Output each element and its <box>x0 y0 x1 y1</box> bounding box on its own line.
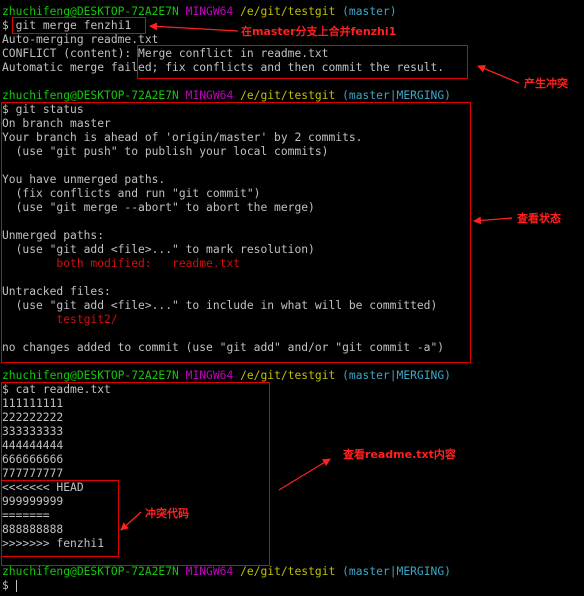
prompt-branch: (master|MERGING) <box>342 89 451 102</box>
prompt-env: MINGW64 <box>185 565 234 578</box>
output-line: no changes added to commit (use "git add… <box>2 341 445 354</box>
file-content-line: 444444444 <box>2 439 64 452</box>
output-line: (use "git add <file>..." to mark resolut… <box>2 243 315 256</box>
file-content-line: 111111111 <box>2 397 64 410</box>
prompt-user-host: zhuchifeng@DESKTOP-72A2E7N <box>2 565 179 578</box>
conflict-content-line: 999999999 <box>2 495 64 508</box>
command-line: $ cat readme.txt <box>2 383 111 397</box>
prompt-path: /e/git/testgit <box>240 369 336 382</box>
text-cursor <box>16 580 17 592</box>
output-line: Unmerged paths: <box>2 229 105 242</box>
prompt-line: zhuchifeng@DESKTOP-72A2E7N MINGW64 /e/gi… <box>2 565 451 579</box>
auto-failed-suffix: ; fix conflicts and then commit the resu… <box>151 61 445 74</box>
conflict-prefix: CONFLICT (content): <box>2 47 132 60</box>
file-content-line: 222222222 <box>2 411 64 424</box>
prompt-line: zhuchifeng@DESKTOP-72A2E7N MINGW64 /e/gi… <box>2 5 397 19</box>
file-content-line: 666666666 <box>2 453 64 466</box>
command-text: git status <box>15 103 84 116</box>
command-line: $ git merge fenzhi1 <box>2 19 131 33</box>
prompt-symbol: $ <box>2 103 9 116</box>
command-line[interactable]: $ <box>2 579 9 593</box>
prompt-user-host: zhuchifeng@DESKTOP-72A2E7N <box>2 89 179 102</box>
prompt-branch: (master|MERGING) <box>342 565 451 578</box>
file-content-line: 333333333 <box>2 425 64 438</box>
output-line: (use "git add <file>..." to include in w… <box>2 299 438 312</box>
prompt-path: /e/git/testgit <box>240 89 336 102</box>
output-line: On branch master <box>2 117 111 130</box>
output-line: Untracked files: <box>2 285 111 298</box>
conflict-separator-line: ======= <box>2 509 50 522</box>
conflict-message-highlight-box <box>137 45 468 79</box>
conflict-marker-line: >>>>>>> fenzhi1 <box>2 537 105 550</box>
prompt-path: /e/git/testgit <box>240 5 336 18</box>
prompt-symbol: $ <box>2 19 9 32</box>
conflict-marker-line: <<<<<<< HEAD <box>2 481 84 494</box>
output-line: Your branch is ahead of 'origin/master' … <box>2 131 363 144</box>
command-text: git merge fenzhi1 <box>15 19 132 32</box>
annotation-conflict-code: 冲突代码 <box>145 507 189 520</box>
output-line: (use "git push" to publish your local co… <box>2 145 329 158</box>
output-line: (use "git merge --abort" to abort the me… <box>2 201 315 214</box>
unmerged-file-line: both modified: readme.txt <box>2 257 241 270</box>
prompt-path: /e/git/testgit <box>240 565 336 578</box>
prompt-symbol: $ <box>2 579 9 592</box>
prompt-branch: (master) <box>342 5 397 18</box>
arrow-merge <box>149 22 239 32</box>
output-line: Automatic merge failed; fix conflicts an… <box>2 61 444 75</box>
conflict-message: Merge conflict in readme.txt <box>138 47 329 60</box>
output-line: (fix conflicts and run "git commit") <box>2 187 261 200</box>
prompt-user-host: zhuchifeng@DESKTOP-72A2E7N <box>2 5 179 18</box>
output-line: You have unmerged paths. <box>2 173 166 186</box>
output-line: CONFLICT (content): Merge conflict in re… <box>2 47 328 61</box>
conflict-content-line: 888888888 <box>2 523 64 536</box>
untracked-file-line: testgit2/ <box>2 313 118 326</box>
prompt-env: MINGW64 <box>185 89 234 102</box>
merge-command-highlight-box <box>12 17 146 34</box>
prompt-env: MINGW64 <box>185 5 234 18</box>
file-content-line: 777777777 <box>2 467 64 480</box>
prompt-env: MINGW64 <box>185 369 234 382</box>
prompt-symbol: $ <box>2 383 9 396</box>
arrow-conflict <box>477 64 520 84</box>
prompt-line: zhuchifeng@DESKTOP-72A2E7N MINGW64 /e/gi… <box>2 369 451 383</box>
annotation-status: 查看状态 <box>517 212 561 225</box>
arrow-readme <box>278 458 331 491</box>
annotation-merge: 在master分支上合并fenzhi1 <box>241 25 397 38</box>
annotation-conflict: 产生冲突 <box>524 77 568 90</box>
arrow-status <box>473 216 513 225</box>
conflict-code-highlight-box <box>1 480 119 557</box>
auto-failed-prefix: Automatic merge failed <box>2 61 152 74</box>
annotation-readme: 查看readme.txt内容 <box>343 448 456 461</box>
cat-readme-highlight-box <box>1 382 270 566</box>
command-text: cat readme.txt <box>15 383 111 396</box>
prompt-branch: (master|MERGING) <box>342 369 451 382</box>
prompt-line: zhuchifeng@DESKTOP-72A2E7N MINGW64 /e/gi… <box>2 89 451 103</box>
output-line: Auto-merging readme.txt <box>2 33 159 46</box>
prompt-user-host: zhuchifeng@DESKTOP-72A2E7N <box>2 369 179 382</box>
git-status-highlight-box <box>1 102 471 363</box>
command-line: $ git status <box>2 103 84 117</box>
